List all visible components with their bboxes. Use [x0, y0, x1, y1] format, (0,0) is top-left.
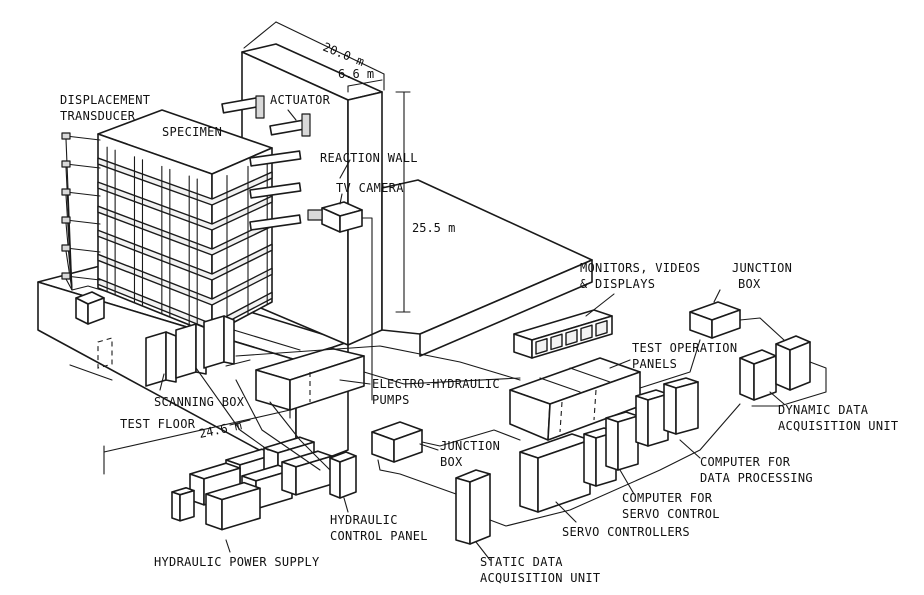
- monitors: [513, 309, 613, 359]
- label-tv-camera: TV CAMERA: [336, 181, 404, 195]
- label-transducer: TRANSDUCER: [60, 109, 136, 123]
- servo-controllers: [519, 411, 639, 513]
- actuators: [221, 95, 311, 231]
- transducer-rod: [65, 191, 101, 197]
- dimension-lines: [103, 21, 411, 475]
- junction-box-top: [689, 301, 741, 339]
- label-hydraulic-cp-1: HYDRAULIC: [330, 513, 398, 527]
- dim-wall-height: 25.5 m: [412, 221, 455, 235]
- hydraulic-unit-box: [179, 489, 195, 522]
- transducer-rod: [65, 247, 101, 253]
- transducer-head: [61, 160, 71, 168]
- specimen-slab: [97, 229, 273, 281]
- dim-wall-width: 20.0 m: [321, 40, 366, 69]
- hydraulic-unit-box: [281, 461, 297, 496]
- dim-wall-thickness: 6.6 m: [338, 67, 374, 81]
- label-dynamic-2: ACQUISITION UNIT: [778, 419, 898, 433]
- label-hydraulic-cp-2: CONTROL PANEL: [330, 529, 428, 543]
- transducer-rod: [65, 163, 101, 169]
- label-servo-controllers: SERVO CONTROLLERS: [562, 525, 690, 539]
- label-computer-dp-2: DATA PROCESSING: [700, 471, 813, 485]
- transducer-rod: [65, 219, 101, 225]
- specimen: [61, 109, 273, 335]
- label-monitors-2: & DISPLAYS: [580, 277, 655, 291]
- label-specimen: SPECIMEN: [162, 125, 222, 139]
- electro-hydraulic-pumps: [255, 347, 365, 411]
- label-junction-mid-2: BOX: [440, 455, 463, 469]
- computer-data-processing: [635, 377, 699, 447]
- label-computer-dp-1: COMPUTER FOR: [700, 455, 791, 469]
- back-platform: [381, 179, 593, 357]
- transducer-rod: [65, 135, 101, 141]
- label-junction-top-1: JUNCTION: [732, 261, 792, 275]
- label-hydraulic-ps: HYDRAULIC POWER SUPPLY: [154, 555, 320, 569]
- monitor-screen: [535, 338, 548, 355]
- specimen-slab: [97, 253, 273, 306]
- transducer-base: [87, 297, 105, 325]
- label-electro-1: ELECTRO-HYDRAULIC: [372, 377, 500, 391]
- label-junction-top-2: BOX: [738, 277, 761, 291]
- tv-camera: [307, 201, 373, 401]
- transducer-head: [61, 188, 71, 196]
- specimen-slab: [97, 157, 273, 206]
- text-labels: DISPLACEMENT TRANSDUCER SPECIMEN ACTUATO…: [60, 40, 898, 585]
- label-test-floor: TEST FLOOR: [120, 417, 196, 431]
- label-junction-mid-1: JUNCTION: [440, 439, 500, 453]
- monitor-screen: [580, 324, 593, 342]
- static-data-unit: [455, 469, 491, 545]
- label-electro-2: PUMPS: [372, 393, 410, 407]
- label-displacement: DISPLACEMENT: [60, 93, 150, 107]
- dynamic-data-unit: [739, 335, 827, 407]
- transducer-cable: [65, 250, 73, 291]
- label-static-2: ACQUISITION UNIT: [480, 571, 600, 585]
- cabling: [195, 317, 785, 527]
- hydraulic-unit-box: [171, 491, 181, 522]
- monitor-screen: [550, 333, 563, 351]
- transducer-head: [61, 244, 71, 252]
- transducer-cable: [65, 278, 73, 291]
- label-reaction-wall: REACTION WALL: [320, 151, 418, 165]
- hydraulic-power-supply: [171, 436, 333, 531]
- hydraulic-unit-box: [205, 493, 223, 531]
- transducer-rod: [65, 275, 101, 281]
- scanning-box: [145, 315, 235, 387]
- label-test-op-2: PANELS: [632, 357, 677, 371]
- label-static-1: STATIC DATA: [480, 555, 563, 569]
- transducer-cable: [65, 222, 73, 291]
- label-test-op-1: TEST OPERATION: [632, 341, 737, 355]
- label-monitors-1: MONITORS, VIDEOS: [580, 261, 700, 275]
- transducer-head: [61, 216, 71, 224]
- label-computer-sc-1: COMPUTER FOR: [622, 491, 713, 505]
- hydraulic-unit-box: [221, 487, 261, 531]
- monitor-screen: [595, 320, 608, 337]
- transducer-head: [61, 132, 71, 140]
- label-scanning-box: SCANNING BOX: [154, 395, 245, 409]
- specimen-slab: [97, 181, 273, 231]
- hydraulic-control-panel: [329, 451, 357, 499]
- leader-lines: [159, 109, 785, 561]
- transducer-head: [61, 272, 71, 280]
- label-computer-sc-2: SERVO CONTROL: [622, 507, 720, 521]
- junction-box-mid: [371, 421, 423, 463]
- monitor-screen: [565, 329, 578, 346]
- label-actuator: ACTUATOR: [270, 93, 331, 107]
- label-dynamic-1: DYNAMIC DATA: [778, 403, 869, 417]
